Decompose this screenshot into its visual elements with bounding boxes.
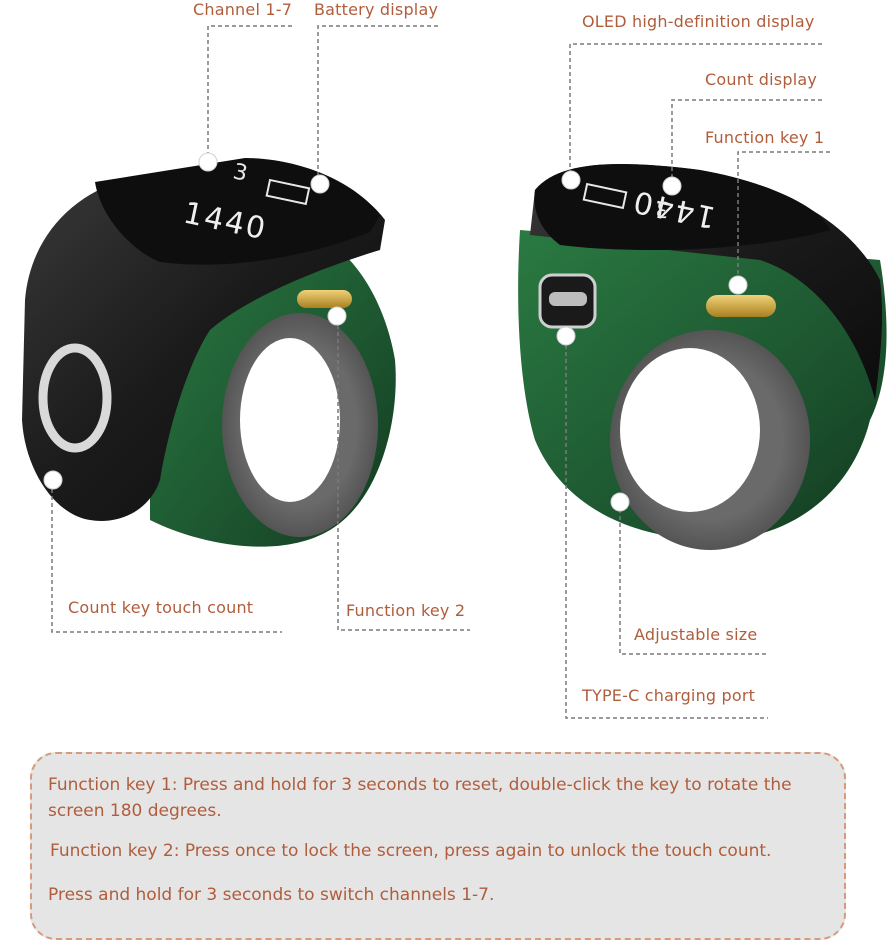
left-ring: 3 1440 [22, 158, 396, 547]
leader-function-key-2 [337, 318, 470, 631]
leader-count-key [51, 482, 282, 633]
count-key-ring-icon [38, 343, 112, 453]
instruction-function-key-1: Function key 1: Press and hold for 3 sec… [48, 775, 792, 821]
leader-channel [207, 25, 292, 160]
dot-function-key-1 [728, 275, 748, 295]
dot-type-c [556, 326, 576, 346]
function-key-1-button [706, 295, 776, 317]
label-adjustable-size: Adjustable size [634, 625, 758, 644]
dot-oled [561, 170, 581, 190]
right-screen-battery-glyph [582, 182, 628, 210]
callout-dots [43, 152, 748, 512]
label-count-display: Count display [705, 70, 818, 89]
right-ring: 1440 3 [518, 164, 887, 550]
leader-count-display [671, 99, 822, 183]
dot-channel [198, 152, 218, 172]
leader-adjustable [619, 502, 768, 655]
dot-count-display [662, 176, 682, 196]
leader-battery [317, 25, 438, 182]
leader-oled [569, 43, 822, 178]
label-count-key: Count key touch count [68, 598, 254, 617]
instructions-panel: Function key 1: Press and hold for 3 sec… [30, 752, 846, 940]
instruction-switch-channels: Press and hold for 3 seconds to switch c… [48, 885, 495, 905]
instruction-function-key-2: Function key 2: Press once to lock the s… [50, 841, 772, 861]
function-key-2-button [297, 290, 352, 308]
dot-adjustable [610, 492, 630, 512]
label-type-c: TYPE-C charging port [582, 686, 756, 705]
dot-battery [310, 174, 330, 194]
label-function-key-1: Function key 1 [705, 128, 825, 147]
type-c-port-slot [549, 292, 587, 306]
right-ring-inner-opening [620, 348, 760, 512]
label-oled: OLED high-definition display [582, 12, 815, 31]
left-screen-channel-digit: 3 [231, 159, 250, 186]
right-ring-screen-face [534, 164, 830, 250]
dot-function-key-2 [327, 306, 347, 326]
label-function-key-2: Function key 2 [346, 601, 466, 620]
dot-count-key [43, 470, 63, 490]
right-screen-channel-digit: 3 [654, 194, 673, 221]
label-battery: Battery display [314, 0, 439, 19]
left-screen-battery-glyph [265, 178, 311, 206]
leader-function-key-1 [737, 151, 830, 283]
callout-leaders [51, 25, 830, 719]
left-ring-inner-opening [240, 338, 340, 502]
left-ring-screen-face [95, 158, 380, 265]
leader-type-c [565, 338, 768, 719]
label-channel: Channel 1-7 [193, 0, 293, 19]
